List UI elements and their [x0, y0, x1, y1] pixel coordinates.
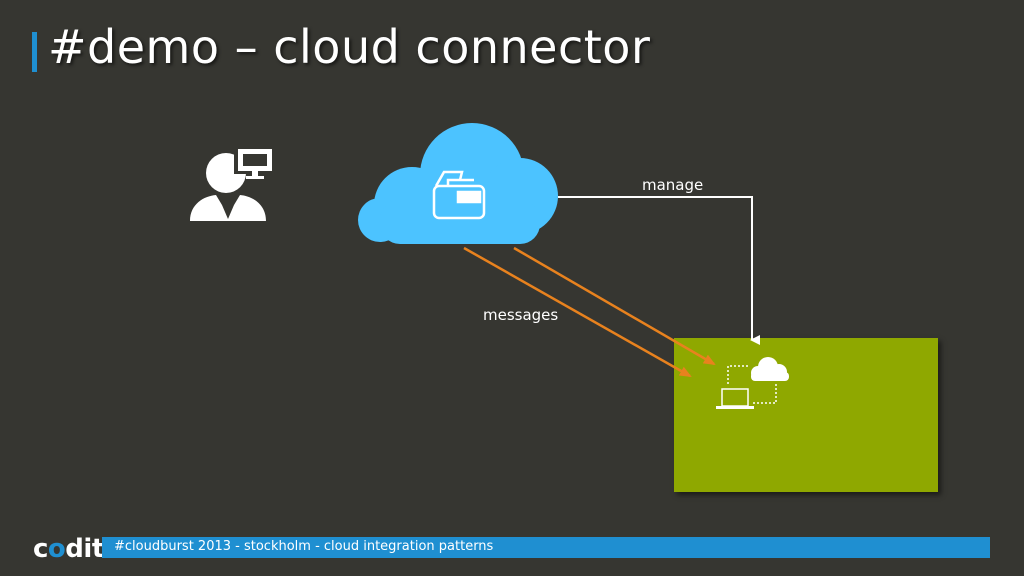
- user-with-monitor-icon: [190, 146, 274, 221]
- message-arrow-2: [513, 246, 716, 366]
- logo-suffix: dit: [65, 534, 104, 564]
- cloud-service-icon: [358, 123, 558, 244]
- codit-logo: codit: [33, 534, 104, 564]
- title-accent-bar: [32, 32, 37, 72]
- messages-label: messages: [483, 306, 559, 324]
- slide-title: #demo – cloud connector: [48, 20, 651, 74]
- manage-label: manage: [642, 176, 704, 194]
- logo-accent: o: [47, 534, 66, 564]
- logo-prefix: c: [33, 534, 48, 564]
- message-arrow-1: [463, 246, 692, 378]
- footer-bar: #cloudburst 2013 - stockholm - cloud int…: [102, 537, 990, 558]
- manage-arrow: [558, 196, 760, 345]
- on-premise-box: [674, 338, 938, 492]
- footer-text: #cloudburst 2013 - stockholm - cloud int…: [114, 539, 494, 554]
- folder-icon: [432, 170, 486, 220]
- cloud-connector-icon: [716, 357, 789, 409]
